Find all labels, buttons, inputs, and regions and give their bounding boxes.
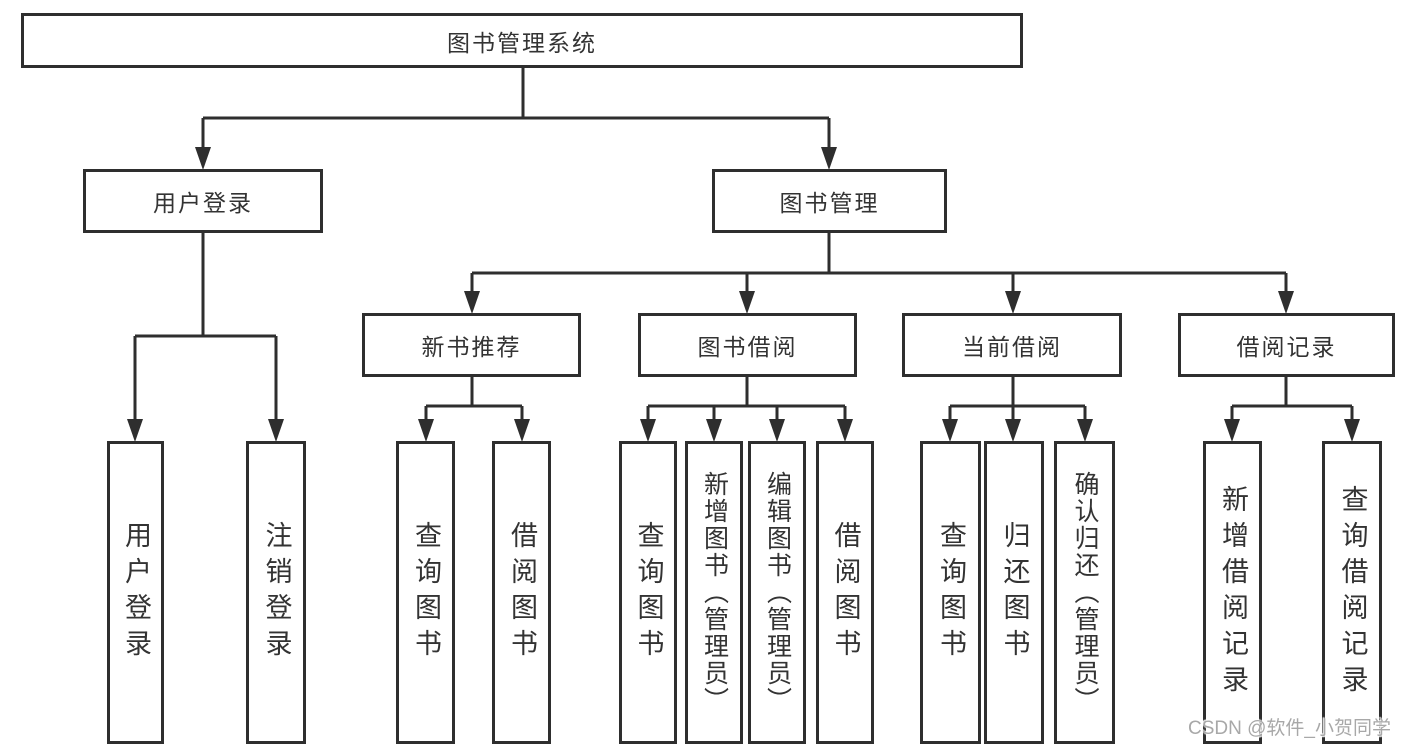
node-edit-book-admin: 编辑图书（管理员） bbox=[748, 441, 806, 744]
node-query-books-recommend: 查询图书 bbox=[396, 441, 455, 744]
connector-book-management bbox=[470, 233, 1288, 294]
node-user-login: 用户登录 bbox=[83, 169, 323, 233]
node-book-management: 图书管理 bbox=[712, 169, 947, 233]
connector-borrow-record bbox=[1230, 377, 1354, 422]
node-confirm-return-admin: 确认归还（管理员） bbox=[1054, 441, 1115, 744]
node-query-books-borrow: 查询图书 bbox=[619, 441, 677, 744]
node-current-borrow: 当前借阅 bbox=[902, 313, 1122, 377]
connector-current-borrow bbox=[948, 377, 1087, 422]
connector-user-login bbox=[133, 233, 278, 422]
node-borrow-record: 借阅记录 bbox=[1178, 313, 1395, 377]
connector-book-borrow bbox=[646, 377, 847, 422]
node-borrow-books-recommend: 借阅图书 bbox=[492, 441, 551, 744]
connector-new-book bbox=[424, 377, 524, 422]
connector-root bbox=[201, 68, 831, 150]
node-new-book-recommend: 新书推荐 bbox=[362, 313, 581, 377]
node-book-borrow: 图书借阅 bbox=[638, 313, 857, 377]
node-library-management-system: 图书管理系统 bbox=[21, 13, 1023, 68]
arrowheads bbox=[127, 147, 1360, 442]
node-user-login-leaf: 用户登录 bbox=[107, 441, 164, 744]
node-query-borrow-record: 查询借阅记录 bbox=[1322, 441, 1382, 744]
node-add-book-admin: 新增图书（管理员） bbox=[685, 441, 743, 744]
node-logout: 注销登录 bbox=[246, 441, 306, 744]
node-query-books-current: 查询图书 bbox=[920, 441, 981, 744]
csdn-watermark: CSDN @软件_小贺同学 bbox=[1188, 718, 1391, 739]
node-return-book: 归还图书 bbox=[984, 441, 1044, 744]
node-add-borrow-record: 新增借阅记录 bbox=[1203, 441, 1262, 744]
node-borrow-books-leaf: 借阅图书 bbox=[816, 441, 874, 744]
